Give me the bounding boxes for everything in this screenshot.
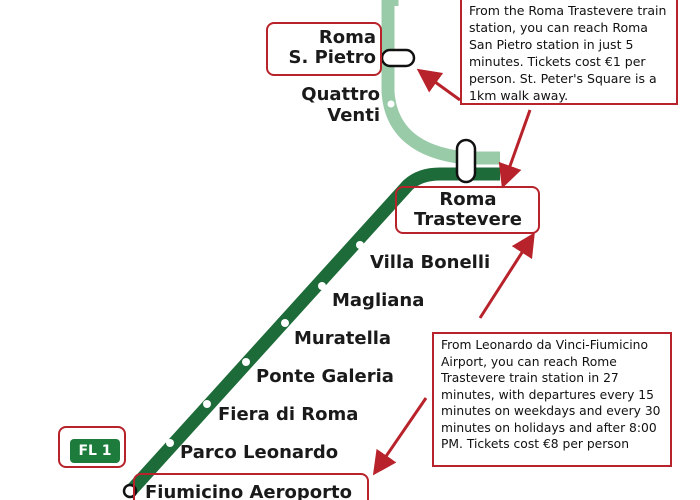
station-label-muratella: Muratella bbox=[294, 328, 392, 349]
info-box-airport-to-trastevere: From Leonardo da Vinci-Fiumicino Airport… bbox=[432, 332, 672, 467]
station-label-villa-bonelli: Villa Bonelli bbox=[370, 252, 491, 273]
callout-frame-fiumicino bbox=[133, 473, 369, 500]
callout-frame-fl1-badge bbox=[58, 426, 126, 468]
station-label-line-1: Roma bbox=[318, 27, 376, 48]
callout-frame-trastevere bbox=[395, 186, 540, 234]
station-label-line-2: S. Pietro bbox=[288, 47, 377, 68]
station-label-quattro-venti: Quattro Venti bbox=[270, 84, 380, 126]
main-line-fl1 bbox=[123, 167, 500, 499]
station-label-parco-leonardo: Parco Leonardo bbox=[180, 442, 339, 463]
arrow-to-trastevere-bottom bbox=[478, 232, 535, 319]
station-dot-fiera-di-roma bbox=[203, 400, 211, 408]
station-dot-parco-leonardo bbox=[166, 439, 174, 447]
station-label-magliana: Magliana bbox=[332, 290, 425, 311]
interchange-marker-trastevere bbox=[455, 138, 477, 184]
station-label-ponte-galeria: Ponte Galeria bbox=[256, 366, 394, 387]
station-label-line-2: Venti bbox=[327, 105, 380, 126]
station-label-line-2: Trastevere bbox=[414, 209, 522, 230]
station-label-fiumicino-aeroporto: Fiumicino Aeroporto bbox=[145, 482, 352, 500]
callout-frame-s-pietro bbox=[266, 22, 382, 76]
station-label-line-1: Quattro bbox=[301, 84, 380, 105]
station-dot-ponte-galeria bbox=[242, 358, 250, 366]
arrow-to-fiumicino bbox=[372, 397, 428, 476]
arrow-to-s-pietro bbox=[416, 68, 461, 102]
line-badge-fl1: FL 1 bbox=[70, 439, 120, 463]
info-box-trastevere-to-s-pietro: From the Roma Trastevere train station, … bbox=[460, 0, 678, 105]
station-dot-quattro-venti bbox=[387, 100, 395, 108]
arrow-to-trastevere-top bbox=[498, 109, 532, 189]
station-dot-magliana bbox=[318, 282, 326, 290]
station-label-roma-s-pietro: Roma S. Pietro bbox=[270, 27, 377, 68]
station-dot-villa-bonelli bbox=[356, 241, 364, 249]
station-label-roma-trastevere: Roma Trastevere bbox=[400, 190, 536, 230]
station-label-fiera-di-roma: Fiera di Roma bbox=[218, 404, 359, 425]
interchange-marker-s-pietro bbox=[380, 48, 416, 68]
station-label-line-1: Roma bbox=[439, 189, 497, 210]
station-dot-muratella bbox=[281, 319, 289, 327]
